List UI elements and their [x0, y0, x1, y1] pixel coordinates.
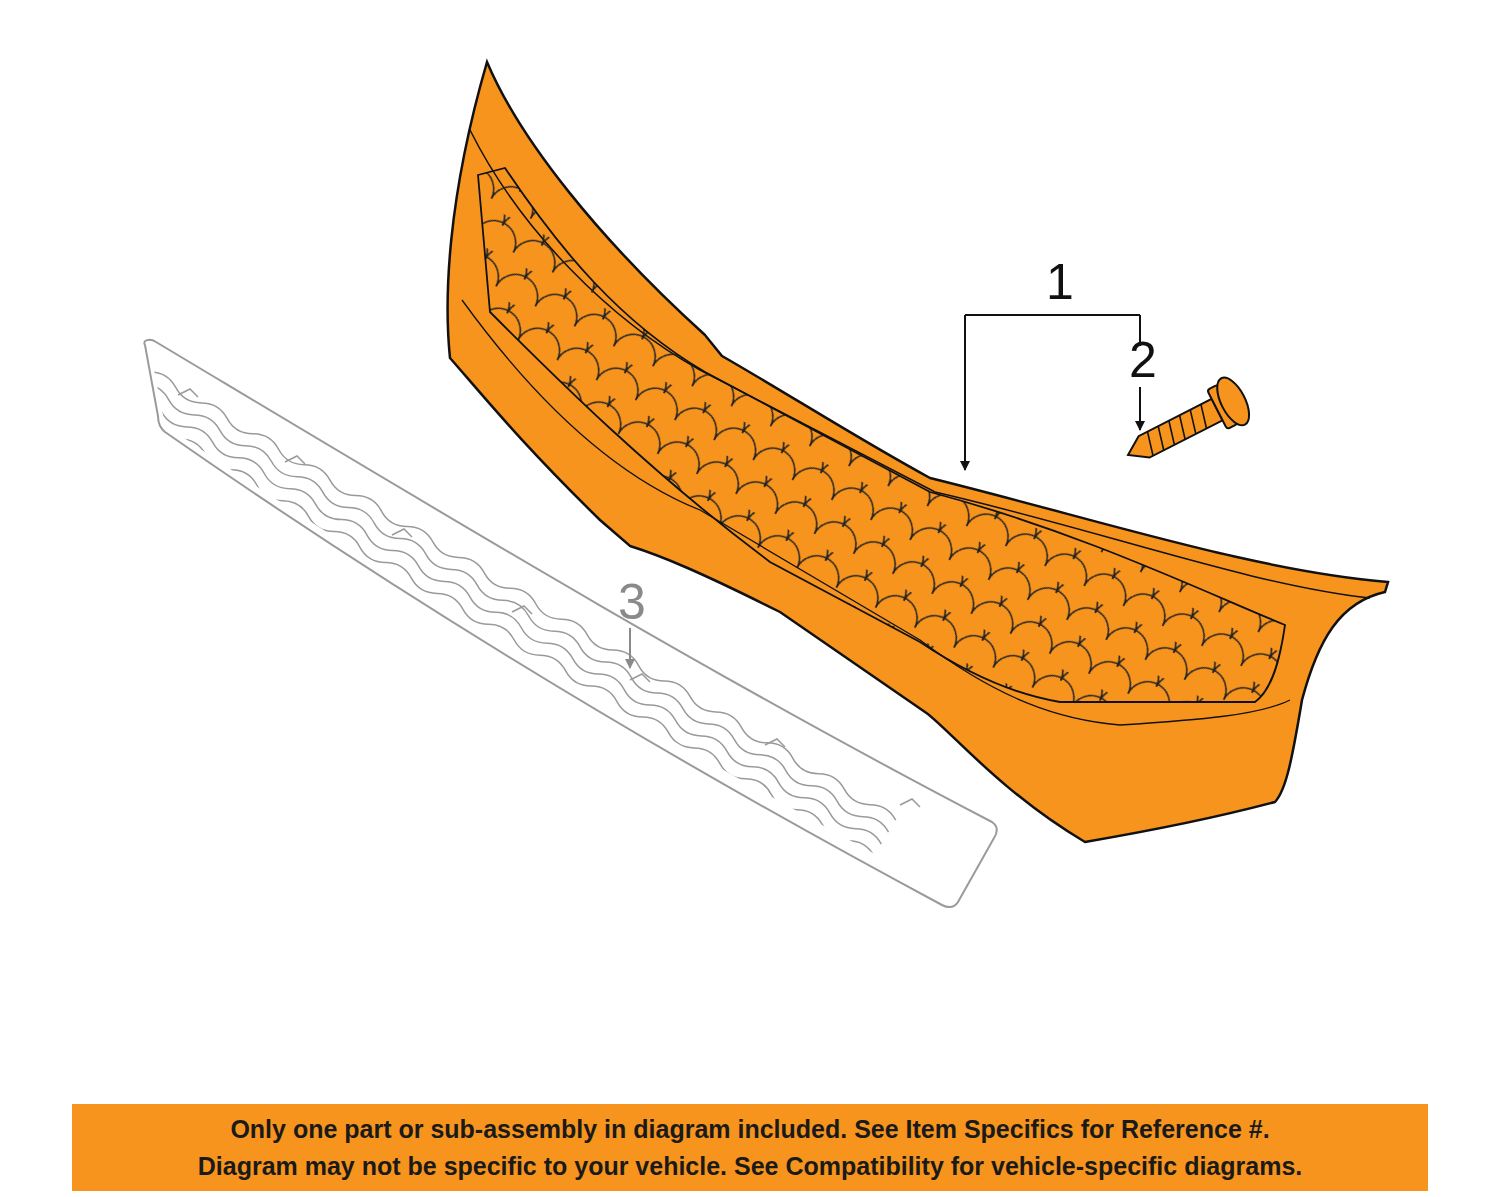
callout-number: 1 — [1046, 257, 1074, 307]
screw — [1116, 373, 1255, 478]
callout-number: 2 — [1129, 335, 1157, 385]
leader-line — [629, 628, 631, 668]
notice-text: Diagram may not be specific to your vehi… — [198, 1148, 1303, 1184]
upper-grille — [448, 62, 1388, 842]
notice-text: Only one part or sub-assembly in diagram… — [230, 1111, 1269, 1147]
leader-lines — [965, 315, 1140, 470]
callout-number: 3 — [618, 577, 646, 627]
notice-band: Only one part or sub-assembly in diagram… — [72, 1104, 1428, 1191]
